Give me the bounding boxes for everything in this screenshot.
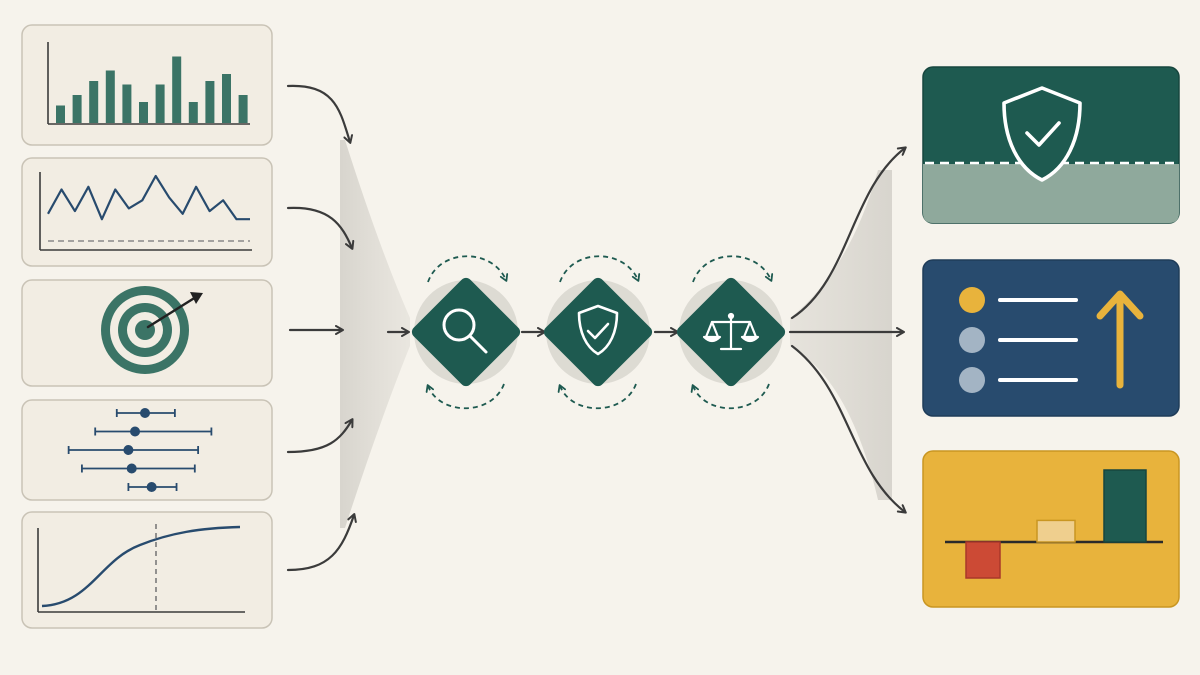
interval-point: [140, 408, 150, 418]
mini-bar: [205, 81, 215, 123]
interval-point: [130, 426, 141, 437]
mini-line-series: [47, 174, 250, 221]
input-arrow-1: [286, 84, 354, 144]
up-arrow-icon: [1096, 290, 1144, 389]
list-bullet-2: [959, 327, 985, 353]
loop-arrow-bottom: [690, 383, 770, 410]
loop-arrow-top: [559, 255, 641, 283]
mini-bar: [105, 70, 115, 123]
input-arrows: [286, 84, 357, 572]
input-arrow-2: [286, 206, 355, 250]
shield-check-icon: [1002, 86, 1082, 182]
mini-bar: [56, 105, 65, 123]
mini-bar: [238, 95, 248, 123]
mini-bar: [72, 95, 82, 123]
output-arrow-1: [790, 146, 907, 320]
line-chart-icon: [39, 172, 252, 251]
input-card-curve: [21, 511, 273, 629]
mini-bar: [188, 102, 198, 123]
input-arrow-5: [286, 513, 357, 572]
loop-arrow-top: [692, 255, 774, 283]
interval-point: [123, 445, 134, 455]
magnifier-icon: [442, 308, 488, 354]
stage-inspect: [411, 255, 521, 410]
mini-bar: [139, 102, 148, 123]
target-icon: [101, 286, 203, 374]
shield-check-icon: [577, 304, 619, 356]
interval-plot-icon: [67, 408, 213, 492]
waterfall-bar: [965, 541, 1001, 579]
input-funnel: [340, 140, 410, 528]
input-card-interval-plot: [21, 399, 273, 501]
mini-bar: [89, 81, 99, 123]
mini-bar: [172, 56, 182, 123]
interval-row: [67, 445, 200, 455]
mini-bar: [122, 84, 132, 123]
interval-point: [126, 463, 137, 474]
loop-arrow-bottom: [425, 383, 505, 410]
output-arrow-3: [790, 344, 907, 514]
waterfall-chart-icon: [945, 469, 1163, 579]
interval-row: [115, 408, 176, 418]
output-card-secure-panel: [922, 66, 1180, 224]
loop-arrow-top: [427, 255, 509, 283]
stage-balance: [676, 255, 786, 410]
input-arrow-4: [286, 418, 354, 454]
list-bullets: [959, 287, 1078, 393]
s-curve-icon: [37, 524, 245, 613]
mini-bar: [155, 84, 165, 123]
output-card-ranked-list: [922, 259, 1180, 417]
list-bullet-3: [959, 367, 985, 393]
output-card-waterfall: [922, 450, 1180, 608]
output-arrows: [788, 146, 907, 514]
input-card-line-chart: [21, 157, 273, 267]
scales-icon: [702, 312, 760, 351]
output-funnel: [790, 170, 892, 500]
stage-protect: [543, 255, 653, 410]
loop-arrow-bottom: [557, 383, 637, 410]
bar-chart-icon: [47, 42, 250, 125]
interval-row: [81, 463, 196, 474]
list-bullet-1: [959, 287, 985, 313]
waterfall-bar: [1103, 469, 1147, 543]
input-card-bar-chart: [21, 24, 273, 146]
mini-bar: [222, 74, 231, 123]
waterfall-bar: [1036, 519, 1076, 543]
input-card-target: [21, 279, 273, 387]
interval-row: [94, 426, 213, 437]
interval-point: [146, 482, 157, 492]
interval-row: [127, 482, 178, 492]
